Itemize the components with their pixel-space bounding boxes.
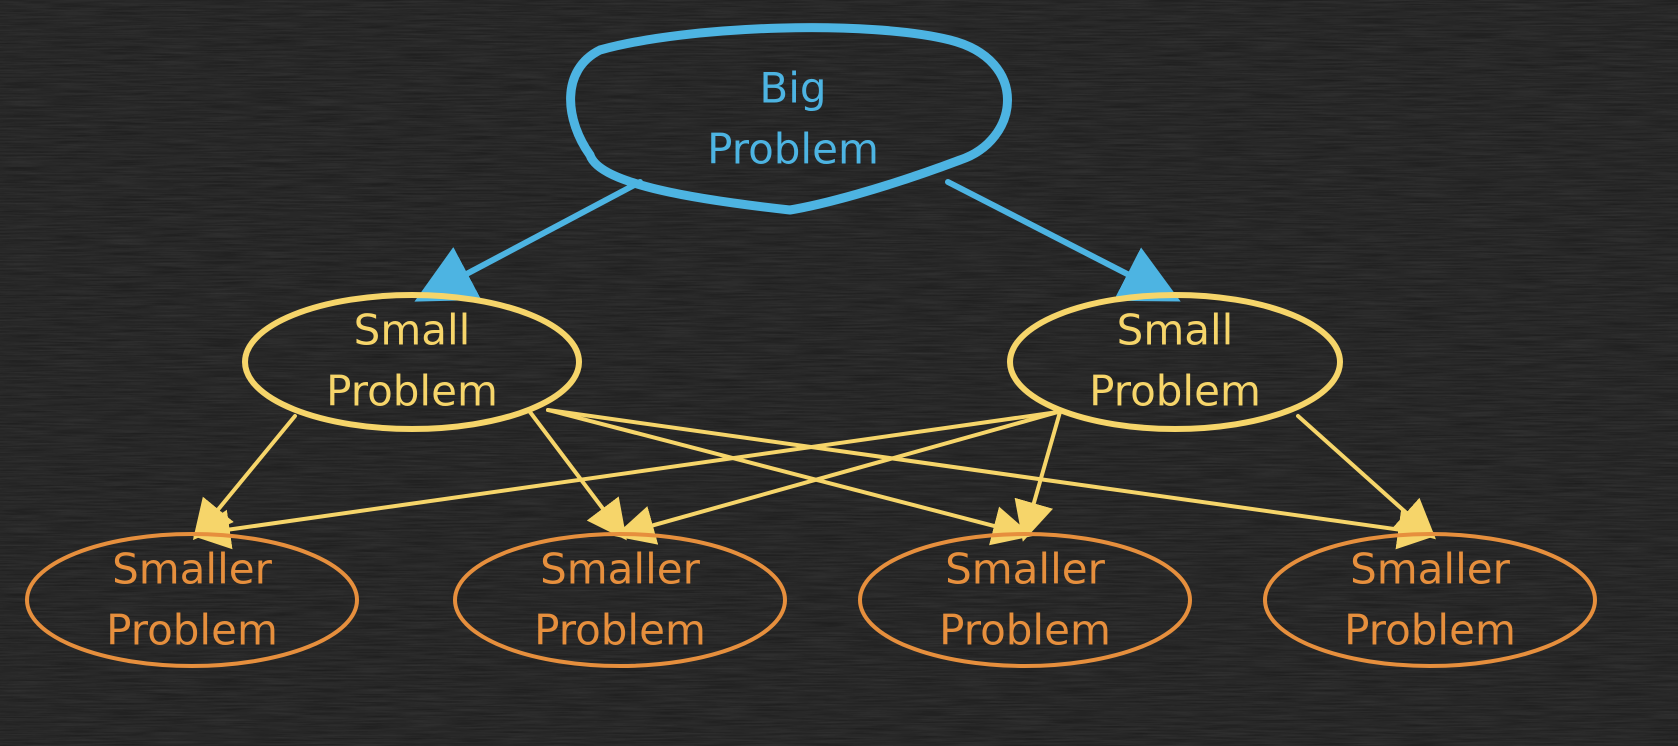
node-smaller-problem-4[interactable]: Smaller Problem [1263, 532, 1597, 668]
smaller-problem-2-label-line2: Problem [534, 606, 706, 655]
node-smaller-problem-2[interactable]: Smaller Problem [453, 532, 787, 668]
smaller-problem-3-label-line1: Smaller [945, 545, 1105, 594]
node-small-problem-left[interactable]: Small Problem [242, 292, 582, 432]
arrow-root-to-mid-right [945, 179, 1181, 302]
arrow-mid-left-to-leaf-4 [546, 408, 1438, 550]
arrow-mid-right-to-leaf-3 [1014, 410, 1062, 542]
node-smaller-problem-3[interactable]: Smaller Problem [858, 532, 1192, 668]
smaller-problem-3-ellipse [858, 532, 1192, 668]
small-problem-left-label-line2: Problem [326, 367, 498, 416]
arrow-mid-left-to-leaf-3 [546, 408, 1033, 546]
small-problem-right-label-line1: Small [1117, 306, 1234, 355]
small-problem-left-ellipse [242, 292, 582, 432]
small-problem-left-label-line1: Small [354, 306, 471, 355]
smaller-problem-1-label-line1: Smaller [112, 545, 272, 594]
smaller-problem-1-label-line2: Problem [106, 606, 278, 655]
node-small-problem-right[interactable]: Small Problem [1007, 292, 1343, 432]
arrow-mid-right-to-leaf-1 [190, 410, 1060, 550]
arrow-mid-right-to-leaf-2 [614, 410, 1060, 545]
smaller-problem-4-ellipse [1263, 532, 1597, 668]
node-big-problem[interactable]: Big Problem [566, 23, 1012, 215]
smaller-problem-3-label-line2: Problem [939, 606, 1111, 655]
arrow-mid-right-to-leaf-4 [1296, 414, 1436, 540]
smaller-problem-4-label-line2: Problem [1344, 606, 1516, 655]
big-problem-ellipse [566, 23, 1012, 215]
arrow-mid-left-to-leaf-2 [528, 410, 627, 541]
arrow-root-to-mid-left [414, 179, 643, 302]
small-problem-right-label-line2: Problem [1089, 367, 1261, 416]
edges-layer [190, 179, 1438, 550]
small-problem-right-ellipse [1007, 292, 1343, 432]
node-smaller-problem-1[interactable]: Smaller Problem [25, 532, 359, 668]
big-problem-label-line1: Big [759, 64, 826, 113]
smaller-problem-4-label-line1: Smaller [1350, 545, 1510, 594]
smaller-problem-2-label-line1: Smaller [540, 545, 700, 594]
smaller-problem-2-ellipse [453, 532, 787, 668]
smaller-problem-1-ellipse [25, 532, 359, 668]
big-problem-label-line2: Problem [707, 125, 879, 174]
